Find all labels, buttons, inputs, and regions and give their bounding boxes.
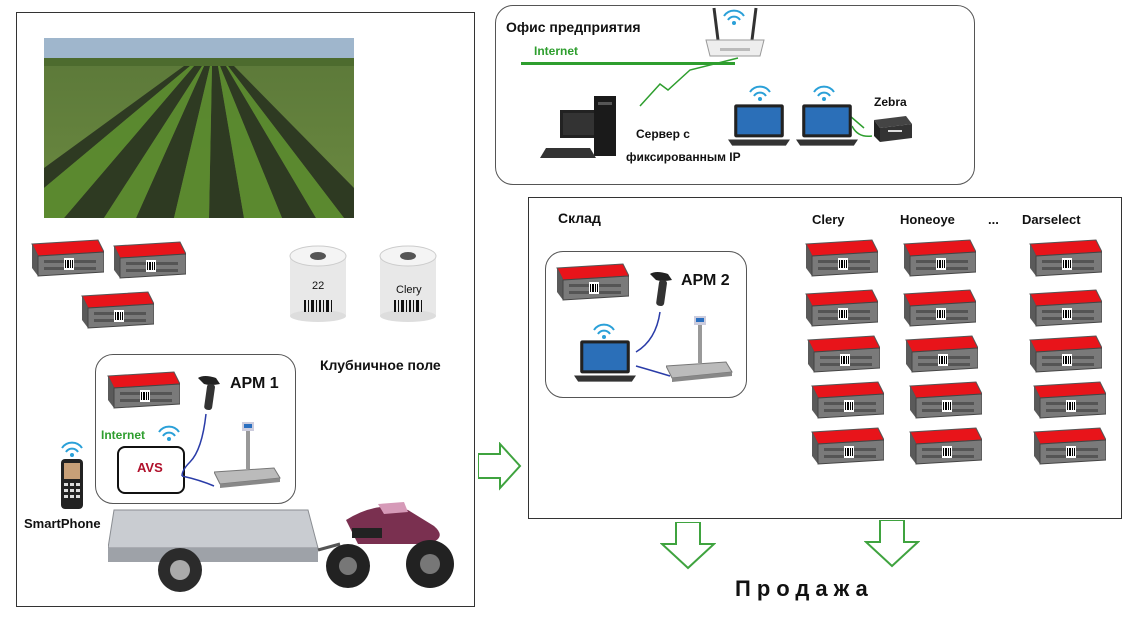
flow-arrow-right <box>478 443 521 489</box>
barcode-scanner-icon <box>650 272 672 307</box>
apm2-cables <box>635 311 671 377</box>
warehouse-title: Склад <box>558 210 601 226</box>
warehouse-crate <box>903 289 976 327</box>
warehouse-crate <box>909 427 982 465</box>
warehouse-crate <box>1033 381 1106 419</box>
office-laptop-icon <box>796 104 858 146</box>
wifi-icon <box>158 425 180 442</box>
atv-trailer-image <box>108 502 454 592</box>
server-computer-icon <box>540 96 616 158</box>
apm2-label: АРМ 2 <box>681 272 730 289</box>
apm1-cables <box>181 413 215 487</box>
flow-arrow-down <box>661 522 715 569</box>
wifi-icon <box>61 441 83 458</box>
column-header: ... <box>988 212 999 227</box>
warehouse-crate <box>811 427 884 465</box>
wifi-icon <box>723 9 745 26</box>
wifi-icon <box>813 85 835 102</box>
column-header: Honeoye <box>900 212 955 227</box>
server-label-line2: фиксированным IP <box>626 150 741 164</box>
apm1-internet-label: Internet <box>101 428 146 442</box>
warehouse-crate <box>1029 335 1102 373</box>
internet-line <box>521 62 735 65</box>
printer-cable <box>852 125 873 138</box>
warehouse-crate <box>905 335 978 373</box>
label-roll <box>379 245 437 322</box>
warehouse-crate <box>909 381 982 419</box>
column-header: Clery <box>812 212 845 227</box>
avs-label: AVS <box>137 460 163 475</box>
office-laptop-icon <box>728 104 790 146</box>
label-printer-icon <box>874 116 912 142</box>
apm2-laptop-icon <box>574 340 636 382</box>
office-title: Офис предприятия <box>506 19 641 35</box>
column-header: Darselect <box>1022 212 1081 227</box>
warehouse-crate <box>903 239 976 277</box>
warehouse-crate <box>1033 427 1106 465</box>
roll-label-22: 22 <box>312 280 325 292</box>
warehouse-crate <box>1029 239 1102 277</box>
field-crate <box>113 241 186 279</box>
roll-label-clery: Clery <box>396 284 422 296</box>
warehouse-crate <box>805 239 878 277</box>
apm2-crate <box>556 263 629 301</box>
warehouse-crate <box>805 289 878 327</box>
apm1-label: АРМ 1 <box>230 375 279 392</box>
label-roll <box>289 245 347 322</box>
strawberry-field-photo <box>44 38 354 218</box>
warehouse-crate <box>811 381 884 419</box>
flow-arrow-down <box>865 520 919 567</box>
warehouse-crate <box>807 335 880 373</box>
office-connections <box>639 57 865 129</box>
wifi-icon <box>593 323 615 340</box>
smartphone-icon <box>61 459 83 509</box>
smartphone-label: SmartPhone <box>24 516 101 531</box>
warehouse-crate <box>1029 289 1102 327</box>
field-crate <box>31 239 104 277</box>
printer-label: Zebra <box>874 95 907 109</box>
sale-label: Продажа <box>735 576 874 601</box>
office-internet-label: Internet <box>534 44 579 58</box>
field-crate <box>81 291 154 329</box>
apm1-crate <box>107 371 180 409</box>
router-icon <box>705 7 765 57</box>
server-label-line1: Сервер с <box>636 127 690 141</box>
strawberry-field-label: Клубничное поле <box>320 357 441 373</box>
wifi-icon <box>749 85 771 102</box>
